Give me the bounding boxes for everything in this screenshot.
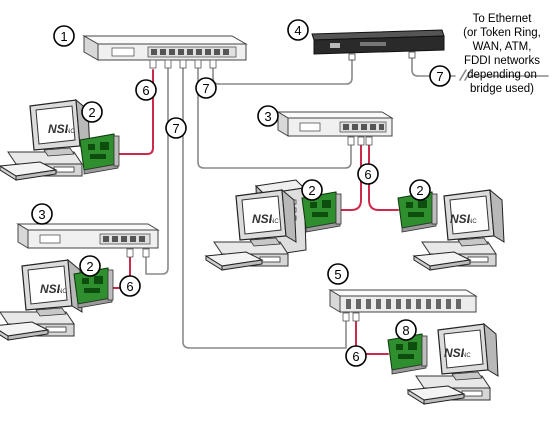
monitor-logo-suffix: NC [468, 219, 477, 225]
svg-text:3: 3 [264, 109, 271, 124]
svg-text:5: 5 [334, 267, 341, 282]
callout-nic-top-left: 2 [81, 101, 103, 123]
monitor-logo: NSI [450, 212, 471, 226]
workstation-bottom-right: NSI NC [407, 323, 499, 405]
external-network-note: To Ethernet (or Token Ring, WAN, ATM, FD… [446, 12, 558, 96]
callout-switch: 5 [327, 263, 349, 285]
cable-hub-to-left-nic [117, 69, 154, 155]
callout-cable-bottom-right: 6 [345, 345, 367, 367]
monitor-logo-suffix: NC [270, 219, 279, 225]
right-hub [276, 111, 394, 146]
callout-cable-external: 7 [429, 65, 451, 87]
note-line-3: WAN, ATM, [472, 41, 532, 53]
callout-hub-right: 3 [257, 105, 279, 127]
switch-device [328, 289, 478, 322]
svg-text:2: 2 [88, 105, 95, 120]
svg-text:7: 7 [436, 69, 443, 84]
callout-hub-main: 1 [53, 25, 75, 47]
workstation-right: NSI NC [413, 189, 505, 271]
workstation-top-left: NSI NC [0, 99, 91, 181]
workstation-center: NSI NC [205, 179, 307, 271]
cable-hub-to-left-hub [145, 67, 169, 275]
bridge-device [311, 29, 445, 61]
svg-text:6: 6 [142, 83, 149, 98]
callout-cable-bridge: 7 [195, 77, 217, 99]
svg-text:6: 6 [352, 349, 359, 364]
callout-nic-special: 8 [395, 319, 417, 341]
monitor-logo-suffix: NC [66, 129, 75, 135]
svg-text:8: 8 [402, 323, 409, 338]
cable-hub-to-right-hub [197, 67, 352, 169]
svg-text:7: 7 [202, 81, 209, 96]
svg-text:2: 2 [86, 259, 93, 274]
main-hub [82, 35, 248, 69]
callout-hub-left: 3 [31, 203, 53, 225]
svg-text:6: 6 [126, 279, 133, 294]
nic-card-top-left [79, 133, 120, 175]
cable-right-hub-to-nic-b [368, 144, 399, 211]
svg-text:4: 4 [294, 23, 301, 38]
callout-cable-bottom-left: 6 [119, 275, 141, 297]
callout-bridge: 4 [287, 19, 309, 41]
svg-text:1: 1 [60, 29, 67, 44]
callout-nic-right-a: 2 [301, 179, 323, 201]
svg-text:2: 2 [416, 183, 423, 198]
monitor-logo: NSI [252, 212, 273, 226]
monitor-logo: NSI [40, 282, 61, 296]
note-line-4: FDDI networks [463, 55, 541, 67]
svg-text:3: 3 [38, 207, 45, 222]
monitor-logo: NSI [48, 122, 69, 136]
cable-right-hub-to-nic-a [339, 144, 362, 211]
monitor-logo-suffix: NC [462, 353, 471, 359]
svg-text:7: 7 [172, 121, 179, 136]
callout-labels: 1 4 7 6 7 3 2 7 6 2 2 3 2 6 5 8 6 [31, 19, 451, 367]
note-line-2: (or Token Ring, [463, 27, 541, 39]
monitor-logo: NSI [444, 346, 465, 360]
callout-cable-right-pair: 6 [357, 163, 379, 185]
note-line-6: bridge used) [470, 83, 534, 95]
svg-text:6: 6 [364, 167, 371, 182]
svg-text:2: 2 [308, 183, 315, 198]
left-hub [16, 223, 160, 258]
monitor-logo-suffix: NC [58, 289, 67, 295]
cable-bridge-to-network [411, 55, 447, 77]
workstation-bottom-left: NSI NC [0, 259, 83, 341]
callout-nic-bottom-left: 2 [79, 255, 101, 277]
callout-nic-right-b: 2 [409, 179, 431, 201]
cable-hub-to-switch [182, 67, 347, 349]
callout-cable-trunk: 7 [165, 117, 187, 139]
note-line-1: To Ethernet [472, 13, 532, 25]
note-line-5: depending on [467, 69, 537, 81]
cable-hub-to-bridge [212, 59, 353, 85]
callout-cable-hub-to-nic: 6 [135, 79, 157, 101]
